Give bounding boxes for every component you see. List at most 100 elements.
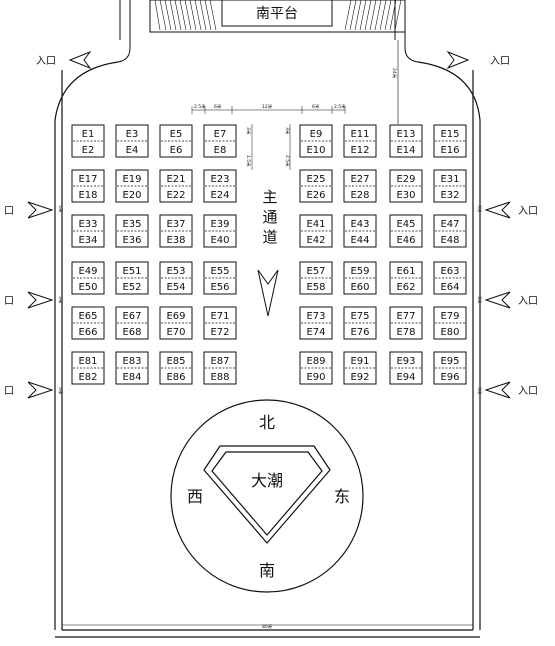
booth-label: E20	[122, 190, 141, 201]
booth-label: E24	[210, 190, 229, 201]
booth-label: E21	[166, 174, 185, 185]
dim-edge-left-1: 3米	[57, 205, 64, 213]
booth-label: E49	[78, 266, 97, 277]
side-dimension-marks	[251, 124, 291, 170]
booth-label: E80	[440, 327, 459, 338]
aisle-direction-arrow-icon	[257, 269, 279, 317]
booth-label: E38	[166, 235, 185, 246]
booth-label: E29	[396, 174, 415, 185]
booth-label: E61	[396, 266, 415, 277]
booth-label: E95	[440, 356, 459, 367]
booth-label: E77	[396, 311, 415, 322]
dim-top-4: 6米	[312, 103, 320, 110]
booth-label: E26	[306, 190, 325, 201]
booth-label: E87	[210, 356, 229, 367]
booth-label: E79	[440, 311, 459, 322]
booth-label: E62	[396, 282, 415, 293]
dim-top-3: 12米	[262, 103, 273, 110]
dim-edge-right-1: 3米	[476, 205, 483, 213]
venue-boundary	[54, 61, 481, 638]
booth-label: E23	[210, 174, 229, 185]
booth-label: E5	[170, 129, 183, 140]
booth-label: E36	[122, 235, 141, 246]
entrance-right-1: 入口	[518, 206, 538, 217]
dim-top-5: 2.5米	[334, 103, 346, 110]
main-aisle-label-1: 主	[262, 188, 277, 206]
booth-label: E17	[78, 174, 97, 185]
booth-label: E25	[306, 174, 325, 185]
dim-top-2: 6米	[214, 103, 222, 110]
entrance-left-2: 口	[4, 296, 14, 307]
booth-label: E37	[166, 219, 185, 230]
booth-label: E83	[122, 356, 141, 367]
booth-label: E3	[126, 129, 139, 140]
booth-label: E90	[306, 372, 325, 383]
booth-label: E96	[440, 372, 459, 383]
entrance-right-2: 入口	[518, 296, 538, 307]
dim-side-4: 2.5米	[284, 155, 291, 167]
booth-label: E48	[440, 235, 459, 246]
booth-label: E53	[166, 266, 185, 277]
booth-label: E13	[396, 129, 415, 140]
booth-label: E41	[306, 219, 325, 230]
booth-label: E56	[210, 282, 229, 293]
booth-label: E57	[306, 266, 325, 277]
dim-edge-left-3: 3米	[57, 387, 64, 395]
dim-bottom-label: 80米	[262, 623, 273, 630]
south-platform-title: 南平台	[256, 6, 298, 22]
booth-label: E4	[126, 145, 139, 156]
booth-label: E60	[350, 282, 369, 293]
booth-label: E54	[166, 282, 185, 293]
booth-label: E27	[350, 174, 369, 185]
booth-label: E63	[440, 266, 459, 277]
booth-label: E89	[306, 356, 325, 367]
entrance-top-right: 入口	[490, 56, 510, 67]
booth-label: E55	[210, 266, 229, 277]
booth-label: E12	[350, 145, 369, 156]
dim-edge-left-2: 3米	[57, 296, 64, 304]
booth-label: E71	[210, 311, 229, 322]
booth-label: E22	[166, 190, 185, 201]
booth-label: E84	[122, 372, 141, 383]
booth-label: E68	[122, 327, 141, 338]
booth-label: E30	[396, 190, 415, 201]
booth-label: E8	[214, 145, 227, 156]
booth-label: E50	[78, 282, 97, 293]
dim-side-3: 3米	[284, 127, 291, 135]
booth-label: E93	[396, 356, 415, 367]
booth-label: E76	[350, 327, 369, 338]
entrance-right-3: 入口	[518, 386, 538, 397]
booth-label: E59	[350, 266, 369, 277]
booth-label: E86	[166, 372, 185, 383]
compass-area	[170, 399, 364, 593]
booth-label: E35	[122, 219, 141, 230]
booth-label: E45	[396, 219, 415, 230]
booth-label: E42	[306, 235, 325, 246]
booth-label: E88	[210, 372, 229, 383]
